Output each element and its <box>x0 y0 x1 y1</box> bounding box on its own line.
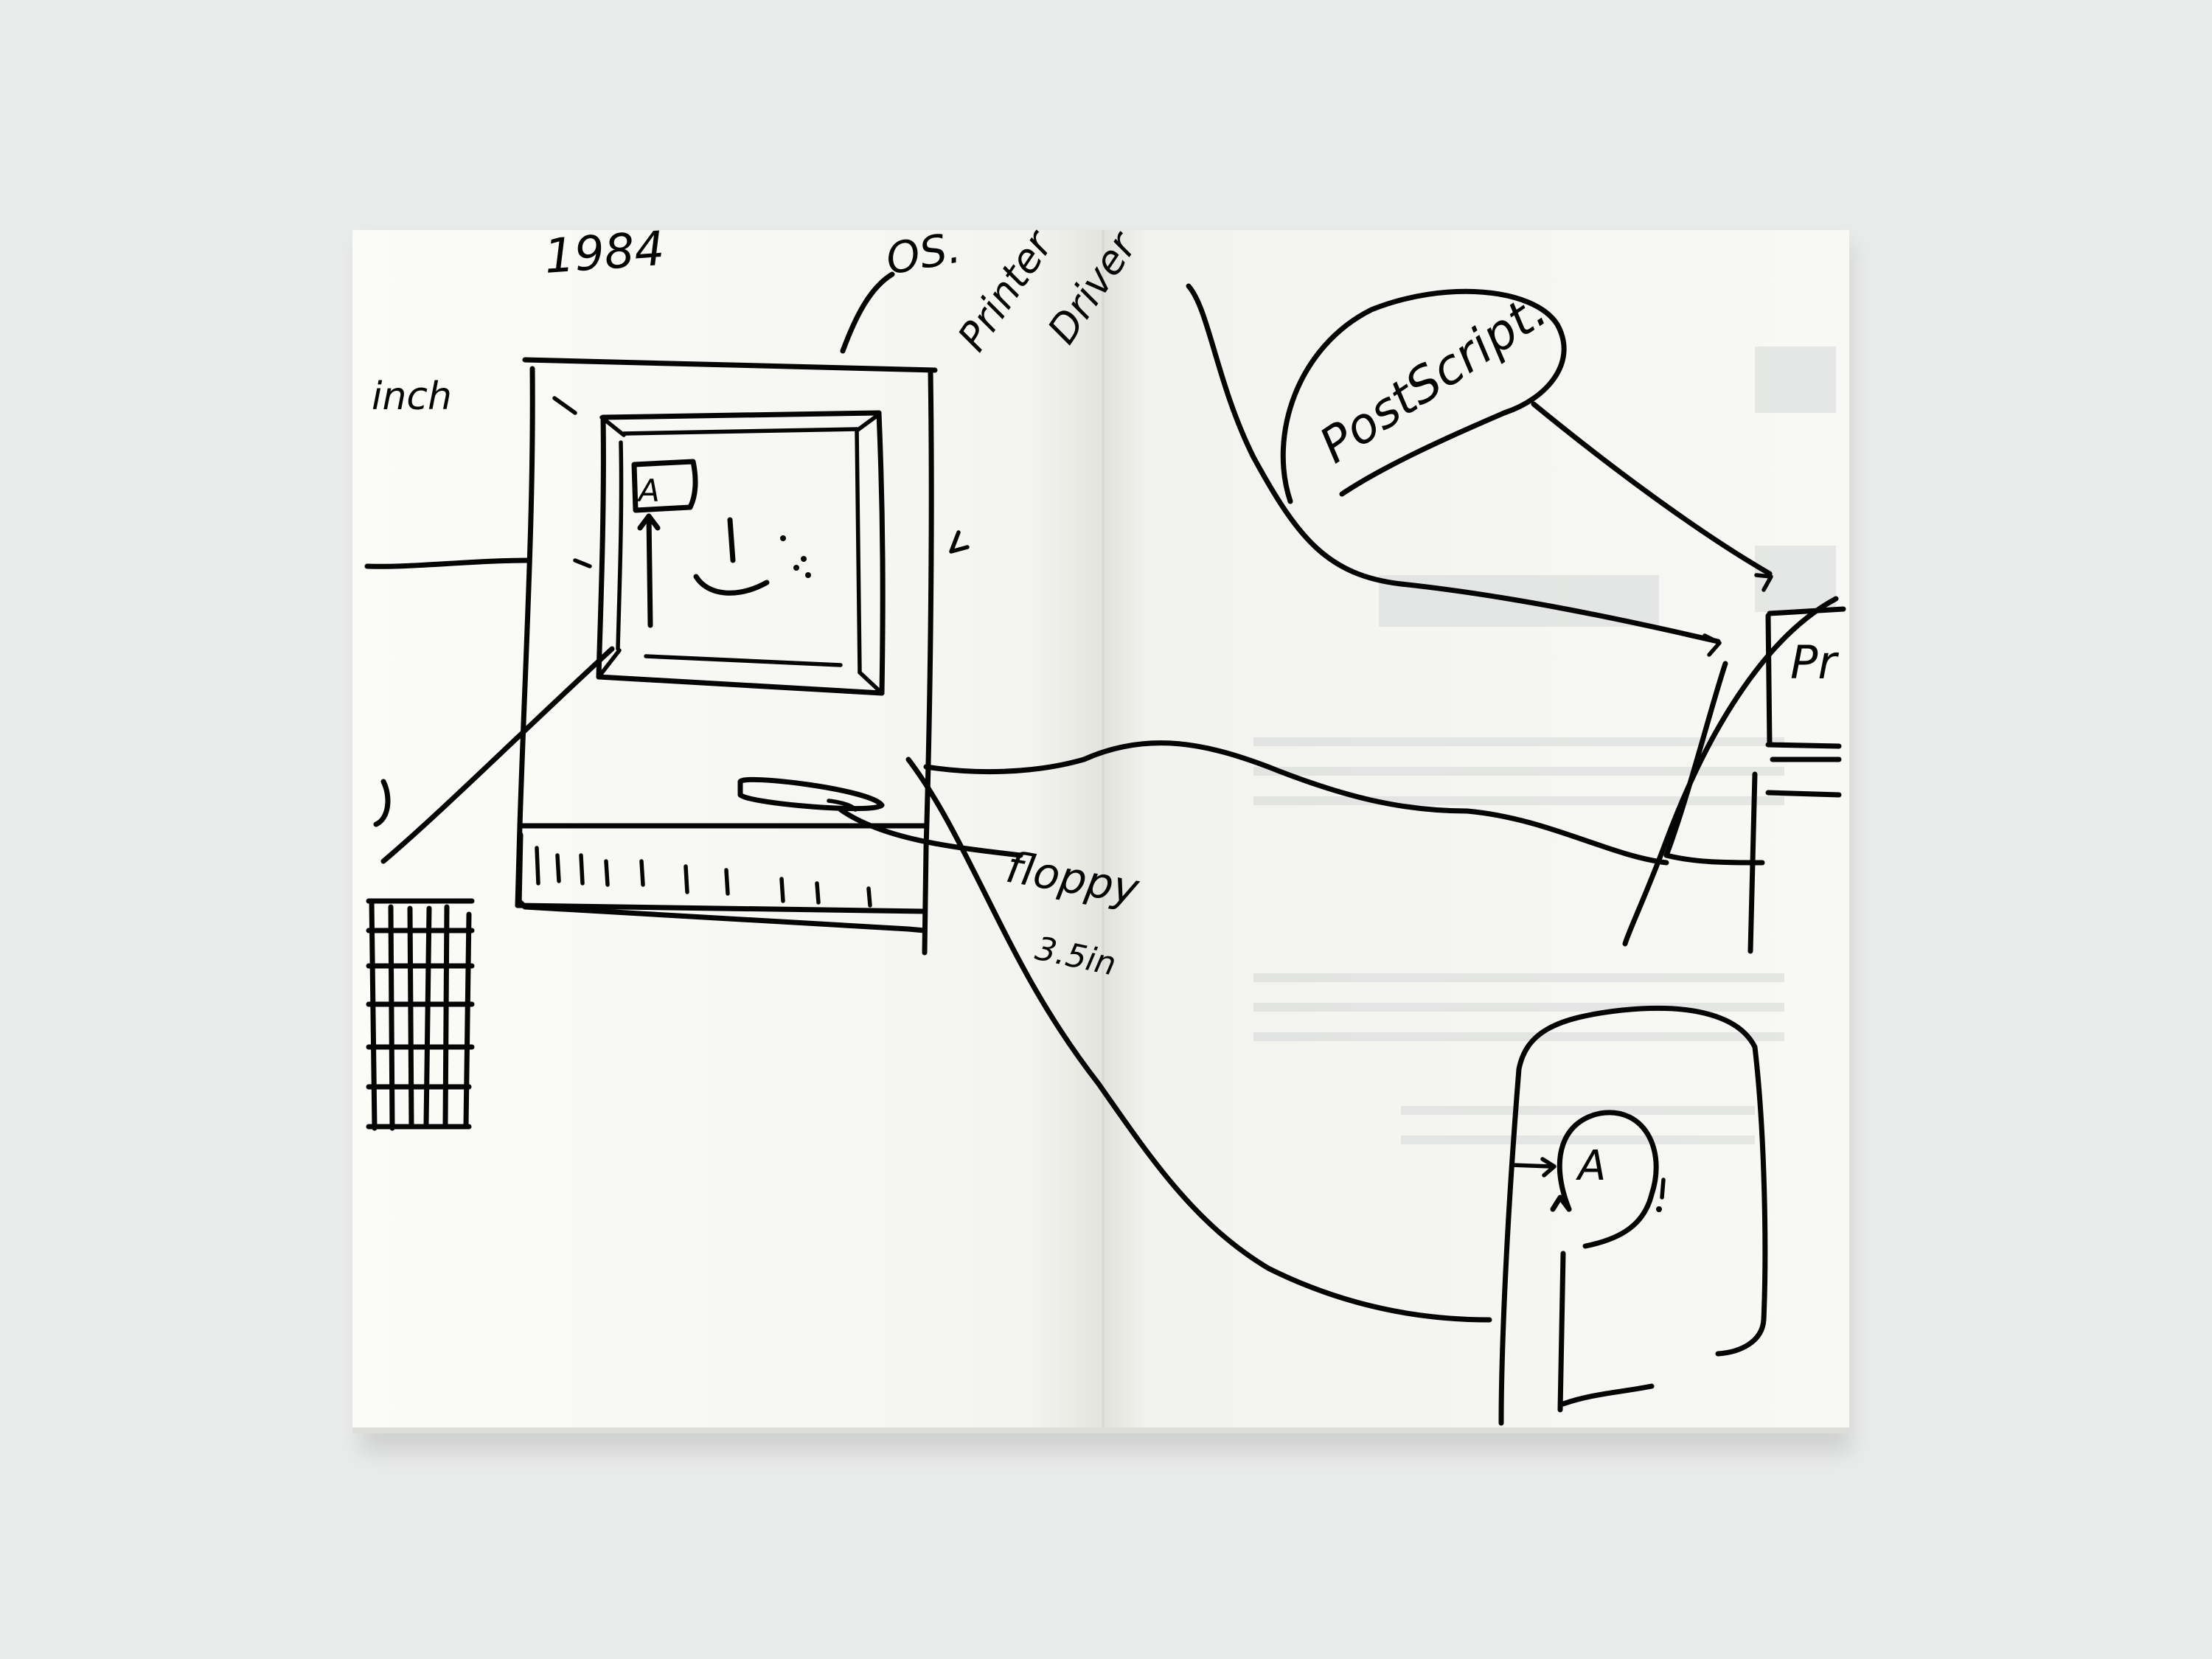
label-year: 1984 <box>543 222 667 285</box>
floppy-to-head-line <box>905 757 1492 1323</box>
line-left-to-mac <box>364 557 532 569</box>
mac-screen <box>552 396 970 696</box>
printer-drawing <box>1663 606 1846 954</box>
keyboard-grid <box>366 898 475 1131</box>
mac-to-printer-cable <box>923 740 1669 866</box>
partial-l-mark <box>373 779 391 827</box>
postscript-arrow <box>1531 401 1773 577</box>
head-drawing <box>1498 1006 1768 1426</box>
label-printer-partial: Pr <box>1790 636 1839 689</box>
label-inch: inch <box>372 375 452 419</box>
right-page <box>1103 230 1849 1430</box>
floppy-leader <box>838 807 1023 858</box>
label-screen-a: A <box>636 473 660 509</box>
printer-diagonal <box>1663 661 1728 858</box>
macintosh-drawing <box>515 271 938 956</box>
page-edge <box>352 1427 1849 1433</box>
line-keyboard-to-screen <box>380 646 615 864</box>
left-page <box>352 230 1103 1430</box>
label-head-a: A <box>1576 1142 1606 1190</box>
postscript-bubble <box>1280 288 1567 504</box>
printer-driver-line <box>1186 283 1721 644</box>
floppy-slot <box>737 776 885 812</box>
